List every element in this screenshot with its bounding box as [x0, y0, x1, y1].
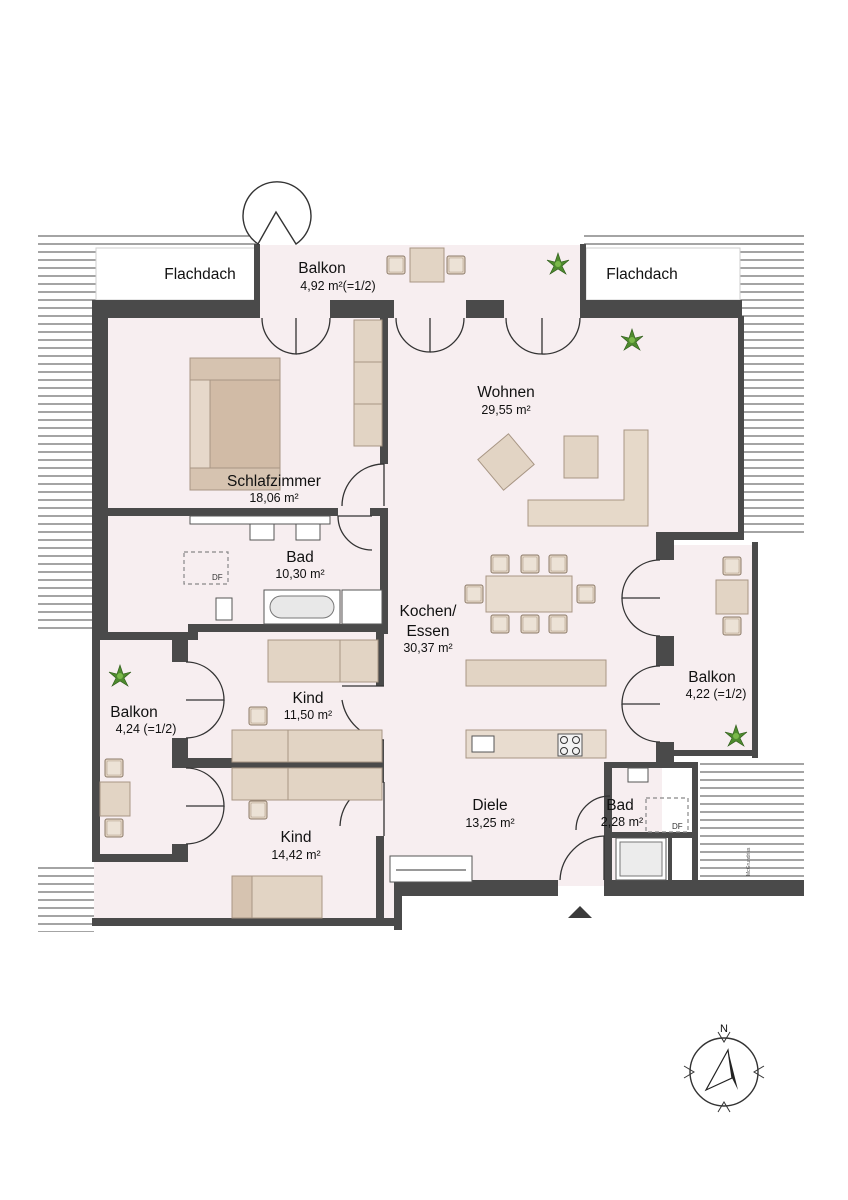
df-label-main: DF [212, 573, 223, 582]
compass-icon: N [683, 1023, 765, 1113]
bay-window [242, 181, 312, 246]
room-area-wohnen: 29,55 m² [481, 403, 530, 417]
credit-text: McGrundriss [746, 847, 752, 876]
room-name-kind-lower: Kind [280, 829, 311, 846]
room-area-balkon-right: 4,22 (=1/2) [686, 687, 747, 701]
compass-north-label: N [720, 1023, 728, 1035]
room-area-balkon-left: 4,24 (=1/2) [116, 722, 177, 736]
doors [185, 317, 661, 881]
df-label-small: DF [672, 822, 683, 831]
room-area-bad-small: 2,28 m² [601, 815, 643, 829]
room-area-diele: 13,25 m² [465, 816, 514, 830]
room-name-flachdach-left: Flachdach [164, 266, 236, 283]
flat-roof-areas [95, 247, 741, 301]
entrance-arrow-icon [568, 906, 592, 918]
df-markers: DF DF [183, 551, 689, 833]
room-area-kochen-essen: 30,37 m² [403, 641, 452, 655]
room-name-kind-upper: Kind [292, 690, 323, 707]
room-labels: Flachdach Flachdach Balkon 4,92 m²(=1/2)… [110, 260, 746, 862]
room-name-bad-small: Bad [606, 797, 634, 814]
room-name-essen: Essen [406, 623, 449, 640]
room-name-bad-main: Bad [286, 549, 314, 566]
room-name-wohnen: Wohnen [477, 384, 534, 401]
floor-areas [94, 245, 754, 926]
room-area-kind-upper: 11,50 m² [284, 708, 332, 722]
roof-hatching [38, 230, 804, 932]
room-name-kochen: Kochen/ [400, 603, 458, 620]
room-name-balkon-top: Balkon [298, 260, 345, 277]
room-name-balkon-right: Balkon [688, 669, 735, 686]
room-name-balkon-left: Balkon [110, 704, 157, 721]
room-name-schlafzimmer: Schlafzimmer [227, 473, 321, 490]
room-name-diele: Diele [472, 797, 507, 814]
furniture [99, 247, 749, 919]
room-area-schlafzimmer: 18,06 m² [249, 491, 298, 505]
room-name-flachdach-right: Flachdach [606, 266, 678, 283]
room-area-kind-lower: 14,42 m² [271, 848, 320, 862]
room-area-bad-main: 10,30 m² [275, 567, 324, 581]
room-area-balkon-top: 4,92 m²(=1/2) [300, 279, 375, 293]
